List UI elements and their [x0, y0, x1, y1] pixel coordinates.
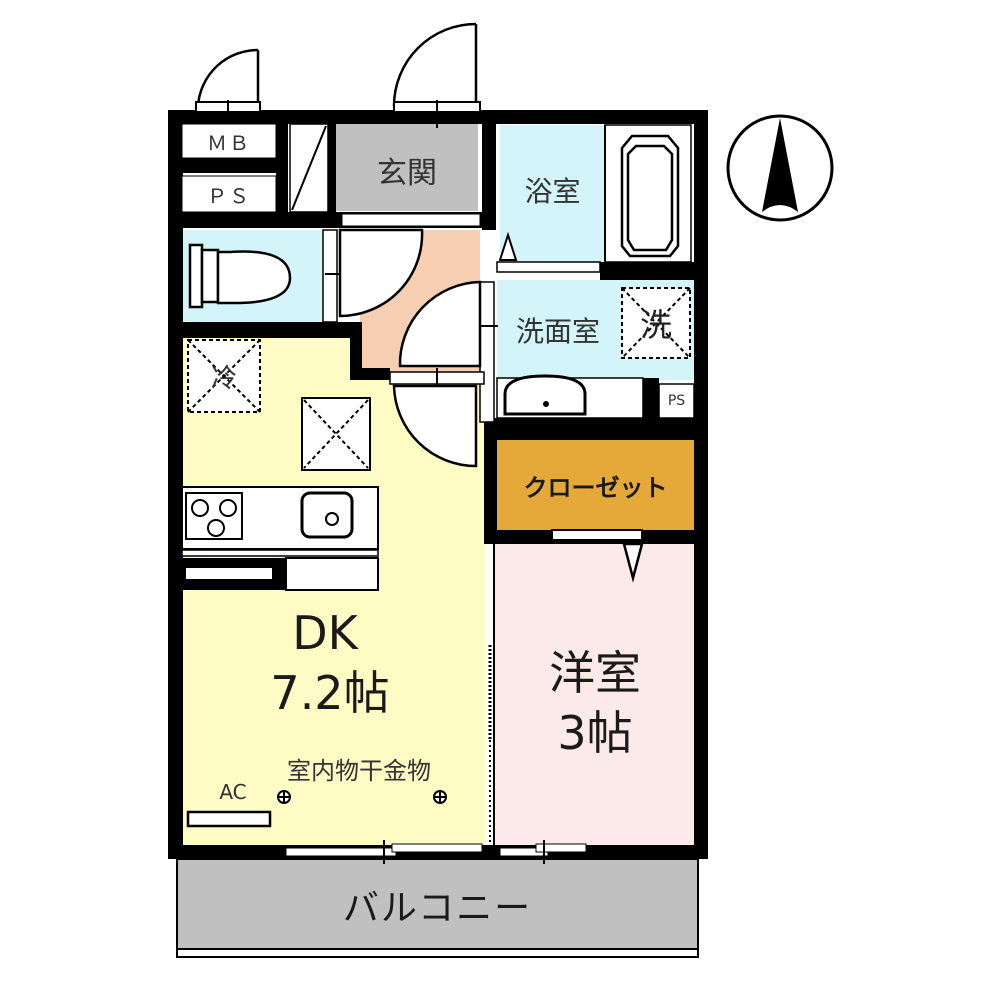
toilet-bottom-wall	[183, 322, 361, 338]
ps-wash-wall	[643, 378, 659, 428]
ps-top-label: ＰＳ	[207, 183, 251, 208]
mb-ps-divider	[183, 158, 283, 173]
outer-wall-left	[168, 110, 183, 858]
ceiling-vent	[301, 397, 371, 471]
bedroom-name: 洋室	[549, 646, 641, 700]
ac-label: AC	[219, 780, 247, 804]
washer-label: 洗	[639, 306, 672, 344]
outer-wall-right	[694, 110, 708, 858]
dk-size: 7.2帖	[270, 666, 390, 720]
stove-burners	[191, 499, 237, 537]
bedroom-floor	[495, 542, 694, 845]
mb-right-wall	[276, 124, 288, 228]
bath-label: 浴室	[524, 175, 581, 208]
washroom-label: 洗面室	[515, 315, 600, 348]
center-wall-upper	[482, 110, 496, 230]
entrance-label: 玄関	[377, 156, 437, 191]
balcony-floor	[176, 858, 699, 948]
fridge-label: 冷	[210, 363, 237, 394]
center-wall-closet	[484, 425, 497, 543]
hall-left-wall	[350, 322, 362, 378]
balcony-label: バルコニー	[342, 888, 533, 929]
drying-rack-label: 室内物干金物	[287, 756, 431, 785]
balcony-rail	[176, 948, 699, 958]
mb-door-swing	[196, 48, 260, 107]
closet-floor	[497, 440, 694, 530]
bedroom-size: 3帖	[557, 706, 633, 760]
dk-name: DK	[292, 606, 358, 660]
entrance-floor	[336, 124, 478, 211]
bathtub	[620, 134, 680, 258]
entrance-left-wall	[328, 124, 336, 214]
washer-space	[621, 287, 691, 359]
toilet-fixture	[188, 243, 292, 309]
bath-floor	[500, 125, 605, 262]
ps-wash-label: PS	[667, 393, 686, 409]
fridge-space	[187, 339, 261, 413]
bath-bottom-wall	[600, 262, 700, 280]
closet-label: クローゼット	[523, 473, 668, 502]
drying-hooks	[277, 790, 447, 804]
mb-label: ＭＢ	[207, 130, 251, 155]
hall-bottom-wall	[350, 368, 390, 380]
entrance-door-swing	[392, 22, 478, 107]
